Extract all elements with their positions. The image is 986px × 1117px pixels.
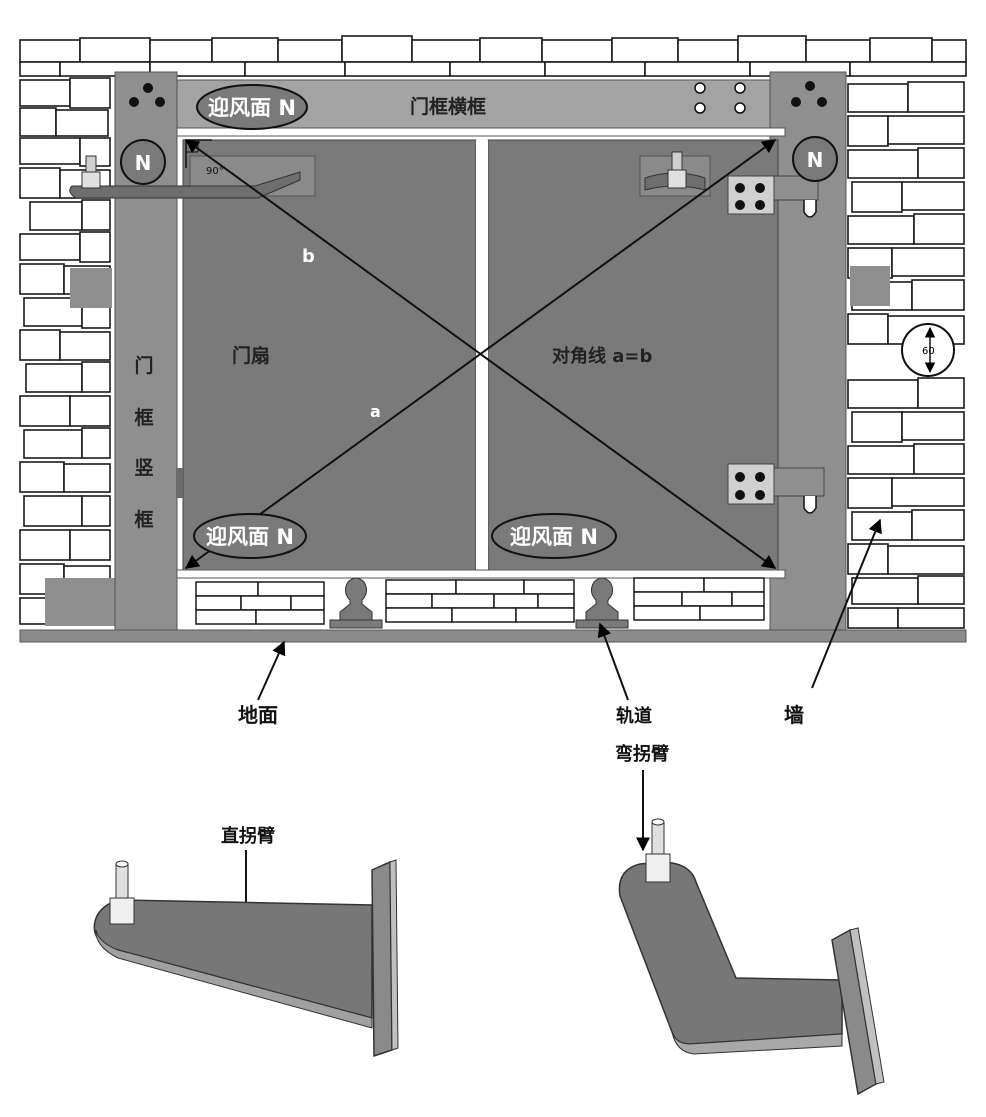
straight-arm-label: 直拐臂 — [221, 825, 275, 847]
brick-wall — [19, 35, 967, 629]
top-frame-label: 门框横框 — [410, 95, 486, 118]
n-marker-right: N — [792, 136, 838, 182]
diagonal-a — [184, 139, 777, 569]
svg-text:框: 框 — [134, 508, 153, 531]
bent-arm-label: 弯拐臂 — [615, 743, 669, 765]
wall-block-left — [70, 268, 112, 308]
diagonal-equal-label: 对角线 a=b — [552, 345, 652, 367]
diagonals — [184, 139, 777, 569]
wall-block-right — [850, 266, 890, 306]
straight-arm-detail — [93, 859, 399, 1058]
ground-strip — [19, 629, 967, 643]
hinge-upper-right — [727, 175, 819, 218]
wall-label: 墙 — [784, 703, 804, 727]
bent-arm-detail — [618, 818, 885, 1096]
angle-label: 90° — [206, 166, 224, 177]
svg-text:迎风面 N: 迎风面 N — [208, 96, 296, 120]
svg-text:迎风面 N: 迎风面 N — [510, 525, 598, 549]
svg-text:竖: 竖 — [134, 457, 153, 479]
base-block-left — [45, 578, 115, 626]
floor-bricks — [195, 577, 765, 625]
gauge-label: 60 — [922, 346, 935, 357]
ground-label: 地面 — [238, 703, 278, 727]
door-latch — [176, 468, 183, 498]
bolt-holes — [129, 81, 827, 114]
n-marker-left: N — [120, 139, 166, 185]
left-door-leaf — [182, 139, 477, 571]
svg-text:门: 门 — [134, 354, 153, 377]
svg-text:迎风面 N: 迎风面 N — [206, 525, 294, 549]
track-label: 轨道 — [616, 705, 652, 727]
vertical-frame-label: 门 框 竖 框 — [134, 354, 153, 531]
windward-label-bottom-left: 迎风面 N — [193, 513, 307, 559]
svg-text:N: N — [135, 151, 152, 175]
callout-arrows — [239, 518, 882, 924]
height-gauge: 60 — [901, 323, 955, 377]
windward-label-bottom-right: 迎风面 N — [491, 513, 617, 559]
windward-label-top-left: 迎风面 N — [196, 84, 308, 130]
svg-text:框: 框 — [134, 406, 153, 429]
diagonal-b-label: b — [302, 246, 315, 267]
svg-text:N: N — [807, 148, 824, 172]
door-leaf-label: 门扇 — [232, 344, 270, 367]
diagonal-a-label: a — [370, 402, 381, 421]
